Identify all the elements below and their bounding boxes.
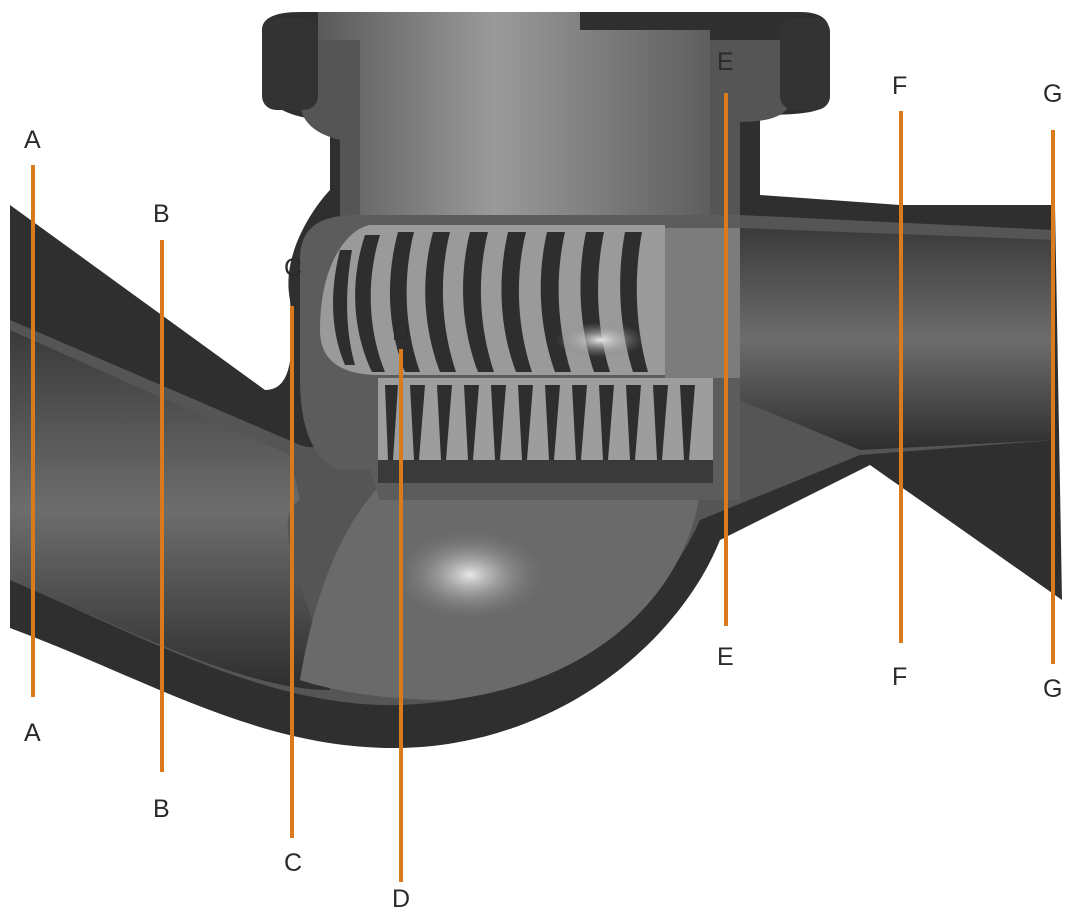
section-g-top-label: G xyxy=(1043,80,1062,108)
section-c-top-label: C xyxy=(284,254,302,282)
section-e-bottom-label: E xyxy=(717,643,734,671)
section-d-top-label: D xyxy=(392,318,410,346)
lower-cage xyxy=(378,378,713,483)
section-d-bottom-label: D xyxy=(392,885,410,912)
section-f-bottom-label: F xyxy=(892,663,907,691)
upper-cage xyxy=(320,225,740,378)
bowl-highlight xyxy=(395,530,545,620)
cage-highlight xyxy=(555,322,645,358)
outlet-pipe-interior xyxy=(740,228,1055,450)
section-a-top-label: A xyxy=(24,126,41,154)
section-lines xyxy=(31,93,1055,882)
section-g-bottom-label: G xyxy=(1043,675,1062,703)
lower-cage-base xyxy=(378,460,713,483)
section-e-top-label: E xyxy=(717,48,734,76)
section-a-bottom-label: A xyxy=(24,719,41,747)
plug-right-band xyxy=(665,228,740,378)
bonnet-bore xyxy=(318,12,710,225)
section-b-top-label: B xyxy=(153,200,170,228)
bonnet-flange xyxy=(262,18,830,110)
inlet-pipe-interior xyxy=(10,330,330,690)
section-c-bottom-label: C xyxy=(284,849,302,877)
section-labels: A A B B C C D D E E F F G G xyxy=(24,48,1062,913)
lower-cage-slots xyxy=(385,385,695,460)
section-b-bottom-label: B xyxy=(153,795,170,823)
section-f-top-label: F xyxy=(892,72,907,100)
